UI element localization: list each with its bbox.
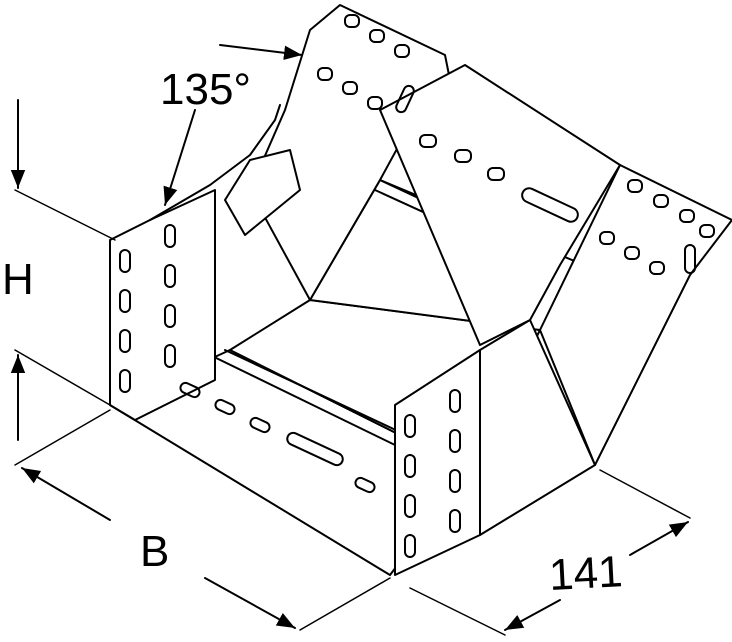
right-side-wall bbox=[379, 64, 732, 576]
right-wall-rear bbox=[539, 164, 732, 466]
left-wall-rear-fold bbox=[224, 149, 301, 236]
right-wall-top bbox=[379, 64, 621, 346]
right-wall-slots bbox=[404, 389, 461, 558]
d141-arrow-left bbox=[504, 599, 561, 631]
width-label: B bbox=[140, 527, 170, 576]
angle-label: 135° bbox=[160, 65, 252, 114]
floor-slots bbox=[179, 381, 376, 494]
dimension-h bbox=[10, 99, 116, 441]
left-wall-slots bbox=[119, 224, 176, 393]
dimension-b bbox=[14, 409, 391, 631]
dimension-141 bbox=[409, 469, 691, 636]
b-arrow-left bbox=[21, 467, 111, 521]
length-label: 141 bbox=[547, 547, 624, 600]
angle-arrow-upper bbox=[219, 44, 303, 60]
angle-arrow-lower bbox=[163, 109, 196, 206]
left-wall-front bbox=[109, 189, 216, 421]
dimension-angle bbox=[163, 44, 303, 206]
rear-plate-slots bbox=[317, 14, 715, 275]
height-label: H bbox=[2, 255, 34, 304]
b-arrow-right bbox=[204, 577, 296, 629]
floor-rib-front bbox=[209, 349, 401, 446]
d141-arrow-right bbox=[629, 521, 689, 556]
left-wall-hinge bbox=[149, 104, 281, 221]
